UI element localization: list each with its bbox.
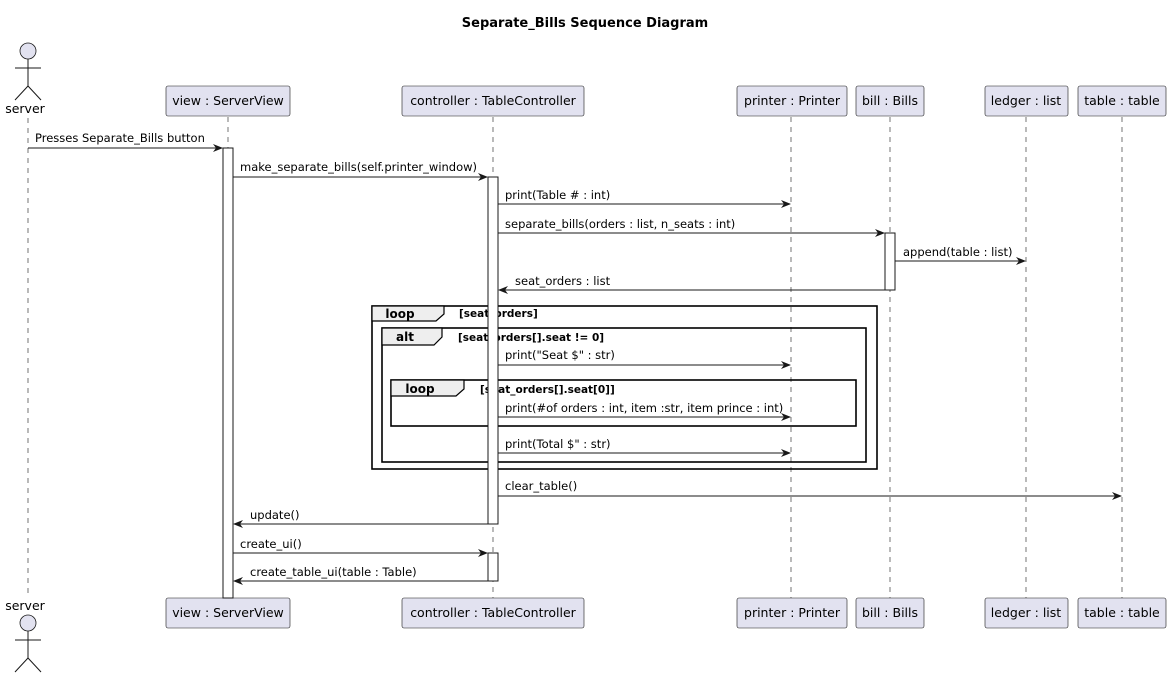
svg-text:ledger : list: ledger : list: [991, 93, 1061, 108]
participant-printer: printer : Printer: [736, 597, 848, 629]
svg-text:append(table : list): append(table : list): [903, 245, 1013, 259]
participant-table: table : table: [1077, 597, 1167, 629]
actor-top: server: [5, 42, 46, 116]
svg-text:printer : Printer: printer : Printer: [744, 605, 841, 620]
message-return-seat-orders: seat_orders : list: [498, 274, 885, 294]
message-append: append(table : list): [895, 245, 1026, 265]
svg-text:print(Total $" : str): print(Total $" : str): [505, 437, 611, 451]
participant-view: view : ServerView: [165, 597, 291, 629]
fragment-loop-inner: loop [seat_orders[].seat[0]]: [390, 379, 857, 427]
svg-text:ledger : list: ledger : list: [991, 605, 1061, 620]
activation-bars: [222, 147, 896, 599]
fragment-guard: [seat_orders[].seat != 0]: [458, 332, 604, 344]
svg-text:print(Table # : int): print(Table # : int): [505, 188, 610, 202]
participant-controller: controller : TableController: [401, 597, 585, 629]
message-separate-bills: separate_bills(orders : list, n_seats : …: [498, 217, 885, 237]
message-clear-table: clear_table(): [498, 479, 1122, 500]
actor-name: server: [5, 598, 45, 613]
participant-ledger: ledger : list: [984, 85, 1069, 117]
actor-name: server: [5, 101, 45, 116]
fragment-operator: alt: [396, 330, 414, 344]
message-make-separate-bills: make_separate_bills(self.printer_window): [233, 160, 488, 181]
svg-text:separate_bills(orders : list,: separate_bills(orders : list, n_seats : …: [505, 217, 735, 231]
svg-text:create_ui(): create_ui(): [240, 537, 302, 551]
svg-text:make_separate_bills(self.print: make_separate_bills(self.printer_window): [240, 160, 477, 174]
message-create-ui: create_ui(): [233, 537, 488, 557]
participant-ledger: ledger : list: [984, 597, 1069, 629]
participants-top: view : ServerView controller : TableCont…: [165, 85, 1167, 117]
message-print-orders: print(#of orders : int, item :str, item …: [498, 401, 791, 421]
message-update: update(): [233, 508, 488, 528]
participant-controller: controller : TableController: [401, 85, 585, 117]
message-print-total: print(Total $" : str): [498, 437, 791, 457]
messages: Presses Separate_Bills button make_separ…: [28, 131, 1122, 585]
svg-text:bill : Bills: bill : Bills: [862, 605, 918, 620]
svg-text:controller : TableController: controller : TableController: [410, 605, 576, 620]
activation-bill: [884, 232, 896, 291]
activation-controller: [487, 176, 499, 525]
svg-text:create_table_ui(table : Table): create_table_ui(table : Table): [250, 565, 417, 579]
activation-view: [222, 147, 234, 599]
message-create-table-ui: create_table_ui(table : Table): [233, 565, 488, 585]
stick-figure-actor-icon: [14, 614, 42, 673]
svg-text:view : ServerView: view : ServerView: [172, 605, 284, 620]
message-print-seat: print("Seat $" : str): [498, 348, 791, 369]
participants-bottom: view : ServerView controller : TableCont…: [165, 597, 1167, 629]
svg-text:controller : TableController: controller : TableController: [410, 93, 576, 108]
participant-table: table : table: [1077, 85, 1167, 117]
participant-bill: bill : Bills: [855, 85, 925, 117]
svg-text:table : table: table : table: [1084, 93, 1160, 108]
fragment-operator: loop: [405, 382, 435, 396]
svg-text:print(#of orders : int, item :: print(#of orders : int, item :str, item …: [505, 401, 783, 415]
message-presses-button: Presses Separate_Bills button: [28, 131, 223, 152]
svg-text:Presses Separate_Bills button: Presses Separate_Bills button: [35, 131, 205, 145]
svg-text:seat_orders : list: seat_orders : list: [515, 274, 611, 288]
actor-bottom: server: [5, 598, 46, 673]
svg-text:bill : Bills: bill : Bills: [862, 93, 918, 108]
fragment-guard: [seat_orders[].seat[0]]: [480, 384, 615, 396]
svg-text:print("Seat $" : str): print("Seat $" : str): [505, 348, 615, 362]
stick-figure-actor-icon: [14, 42, 42, 101]
participant-printer: printer : Printer: [736, 85, 848, 117]
fragment-operator: loop: [385, 307, 415, 321]
svg-text:update(): update(): [250, 508, 300, 522]
svg-text:printer : Printer: printer : Printer: [744, 93, 841, 108]
participant-bill: bill : Bills: [855, 597, 925, 629]
activation-controller: [487, 552, 499, 582]
fragment-loop-outer: loop [seat_orders]: [371, 305, 878, 470]
svg-text:view : ServerView: view : ServerView: [172, 93, 284, 108]
svg-text:table : table: table : table: [1084, 605, 1160, 620]
diagram-title: Separate_Bills Sequence Diagram: [462, 16, 708, 31]
svg-text:clear_table(): clear_table(): [505, 479, 577, 493]
message-print-table: print(Table # : int): [498, 188, 791, 208]
participant-view: view : ServerView: [165, 85, 291, 117]
